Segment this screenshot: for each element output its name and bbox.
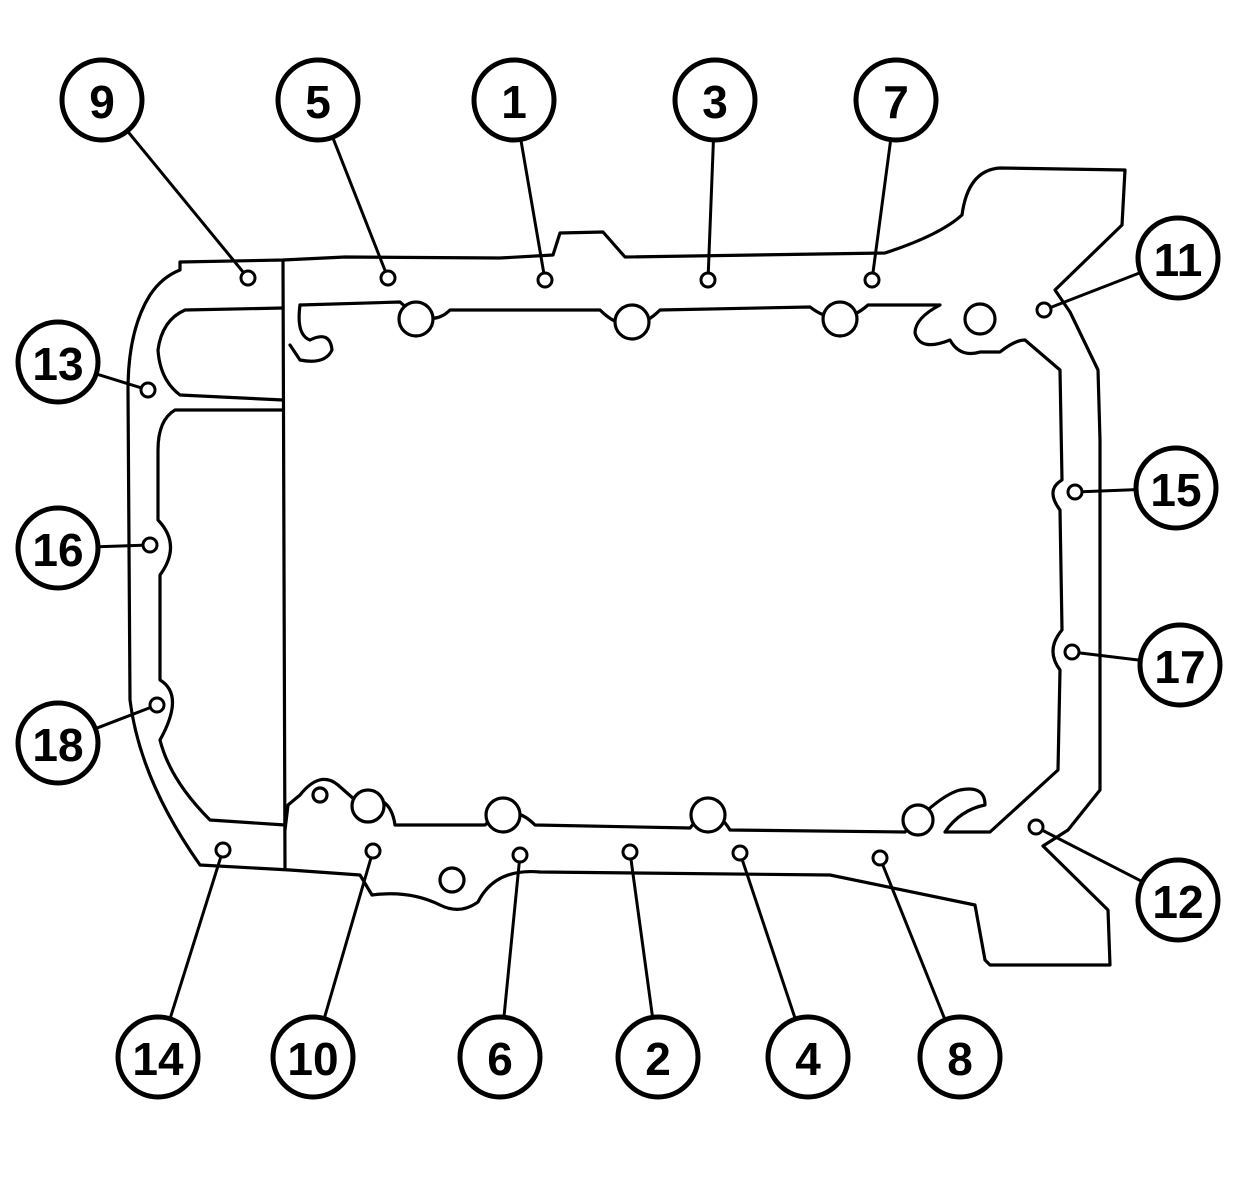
callout-label-6: 6 [487, 1033, 513, 1085]
callout-label-12: 12 [1152, 876, 1203, 928]
bolt-hole-1 [536, 271, 554, 289]
leader-line-18 [94, 703, 158, 731]
callout-label-1: 1 [501, 76, 527, 128]
bolt-hole-18 [148, 696, 166, 714]
bolt-hole-14 [214, 841, 232, 859]
callout-circle-6 [457, 1014, 543, 1100]
leader-line-14 [168, 849, 225, 1020]
leader-line-10 [322, 850, 375, 1020]
bolt-hole-16 [141, 536, 159, 554]
callout-circle-17 [1137, 622, 1223, 708]
callout-circle-13 [15, 319, 101, 405]
leader-line-9 [126, 129, 250, 279]
callout-label-8: 8 [947, 1033, 973, 1085]
pan-outer-outline [126, 166, 1127, 967]
callout-label-5: 5 [305, 76, 331, 128]
bolt-hole-12 [1027, 818, 1045, 836]
boss-hole [689, 796, 727, 834]
callout-label-17: 17 [1154, 641, 1205, 693]
callout-label-11: 11 [1154, 234, 1203, 286]
leader-line-8 [878, 857, 947, 1021]
leader-line-11 [1043, 271, 1142, 312]
callout-circle-2 [615, 1014, 701, 1100]
pan-left-flange [156, 306, 287, 827]
leader-line-3 [706, 139, 715, 281]
boss-hole [613, 303, 651, 341]
callout-label-7: 7 [883, 76, 909, 128]
callout-circle-1 [471, 57, 557, 143]
callout-label-13: 13 [32, 338, 83, 390]
pan-notch [288, 303, 334, 363]
bolt-hole-5 [379, 269, 397, 287]
callout-circle-10 [270, 1014, 356, 1100]
boss-hole [350, 788, 386, 824]
callout-label-3: 3 [702, 76, 728, 128]
bolt-hole-8 [871, 849, 889, 867]
bolt-hole-17 [1063, 643, 1081, 661]
bolt-hole-4 [731, 844, 749, 862]
bolt-hole-9 [239, 269, 257, 287]
bolt-hole-2 [621, 843, 639, 861]
callout-circle-11 [1135, 215, 1221, 301]
bolt-hole-13 [139, 381, 157, 399]
bolt-hole-6 [511, 846, 529, 864]
callout-circle-15 [1133, 445, 1219, 531]
leader-line-5 [331, 136, 390, 279]
callout-circle-9 [59, 57, 145, 143]
callout-label-4: 4 [795, 1033, 821, 1085]
leader-line-16 [97, 543, 151, 549]
leader-line-13 [95, 372, 149, 392]
boss-hole [963, 302, 997, 336]
callout-circle-14 [115, 1014, 201, 1100]
callout-label-2: 2 [645, 1033, 671, 1085]
callout-circle-5 [275, 57, 361, 143]
callout-label-15: 15 [1150, 464, 1201, 516]
bolt-hole-7 [863, 271, 881, 289]
bolt-hole-15 [1066, 483, 1084, 501]
bolt-hole-10 [364, 842, 382, 860]
callout-circle-12 [1135, 857, 1221, 943]
leader-line-15 [1074, 488, 1137, 494]
boss-hole [397, 300, 435, 338]
callout-circle-7 [853, 57, 939, 143]
bolt-hole-11 [1035, 301, 1053, 319]
boss-hole [484, 796, 522, 834]
callout-circle-18 [15, 700, 101, 786]
boss-hole [821, 300, 859, 338]
leader-line-6 [502, 854, 522, 1018]
leader-line-17 [1071, 650, 1141, 662]
callout-circle-8 [917, 1014, 1003, 1100]
callout-label-10: 10 [287, 1033, 338, 1085]
callout-label-16: 16 [32, 524, 83, 576]
bolt-hole-3 [699, 271, 717, 289]
leader-line-1 [519, 139, 547, 281]
callout-label-9: 9 [89, 76, 115, 128]
callout-circle-3 [672, 57, 758, 143]
boss-hole [438, 866, 466, 894]
boss-hole [901, 803, 935, 837]
leader-line-2 [628, 851, 655, 1018]
callout-label-14: 14 [132, 1033, 184, 1085]
boss-hole [311, 786, 329, 804]
leader-line-7 [870, 139, 893, 281]
callout-label-18: 18 [32, 719, 83, 771]
leader-line-4 [738, 852, 797, 1020]
callout-circle-4 [765, 1014, 851, 1100]
pan-inner-outline [283, 300, 1064, 834]
callout-circle-16 [15, 505, 101, 591]
pan-divider-line [281, 260, 287, 870]
leader-line-12 [1035, 825, 1144, 884]
